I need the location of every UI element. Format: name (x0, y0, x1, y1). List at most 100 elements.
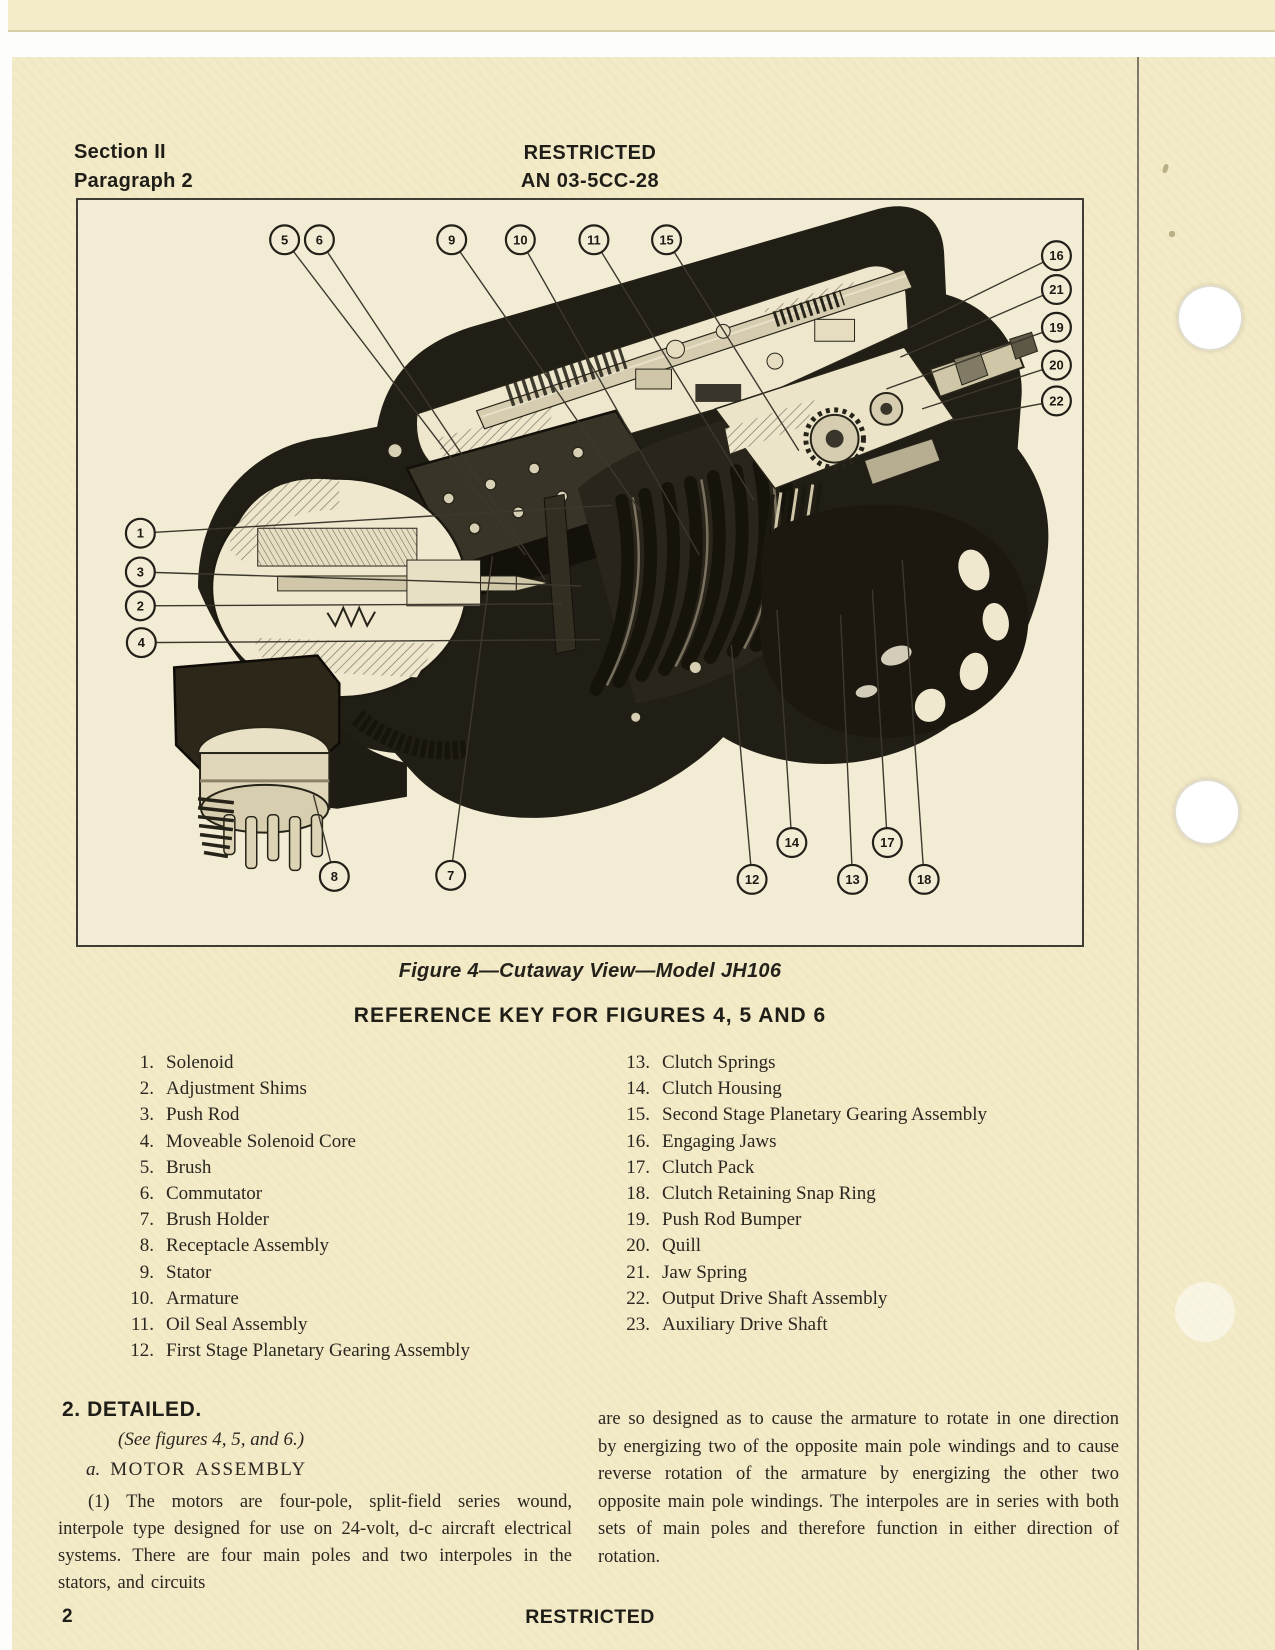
reference-key-item: 14. Clutch Housing (608, 1076, 1108, 1102)
reference-key-item: 22.Output Drive Shaft Assembly (608, 1286, 1108, 1312)
svg-text:6: 6 (316, 232, 323, 247)
header-section-label: Section II (74, 141, 166, 163)
item-number: 4. (139, 1130, 154, 1152)
item-label: Solenoid (166, 1052, 234, 1073)
item-label: Second Stage Planetary Gearing Assembly (662, 1104, 988, 1126)
item-label: Commutator (166, 1183, 263, 1205)
reference-key-item: 20. Quill (608, 1233, 1108, 1259)
receptacle-pins (223, 813, 324, 872)
reference-key-item: 19.Push Rod Bumper (608, 1207, 1108, 1233)
item-number: 12. (130, 1340, 154, 1362)
item-number: 20. (626, 1235, 650, 1257)
reference-key-item: 9.Stator (112, 1260, 582, 1286)
figure-callout: 12 (736, 863, 768, 895)
item-label: Clutch Springs (662, 1052, 776, 1073)
item-number: 23. (626, 1314, 650, 1336)
figure-caption: Figure 4—Cutaway View—Model JH106 (398, 960, 782, 982)
item-label: Clutch Retaining Snap Ring (662, 1183, 876, 1205)
item-number: 8. (139, 1235, 154, 1257)
figure-callout: 8 (318, 860, 350, 892)
reference-key-item: 5. Brush (112, 1155, 582, 1181)
subsection-letter: a. (86, 1459, 101, 1480)
figure-callout: 13 (837, 863, 869, 895)
detailed-heading: 2. DETAILED. (62, 1398, 202, 1421)
svg-text:19: 19 (1049, 320, 1063, 335)
item-label: Brush Holder (166, 1209, 269, 1231)
svg-text:3: 3 (137, 565, 144, 580)
svg-text:16: 16 (1049, 248, 1063, 263)
item-label: First Stage Planetary Gearing Assembly (166, 1340, 470, 1362)
reference-key-item: 16.Engaging Jaws (608, 1129, 1108, 1155)
item-number: 16. (626, 1130, 650, 1152)
item-label: Adjustment Shims (166, 1078, 307, 1100)
item-number: 1. (139, 1052, 154, 1073)
item-number: 14. (626, 1078, 650, 1100)
footer-page-number: 2 (62, 1606, 73, 1627)
item-label: Brush (166, 1156, 212, 1178)
item-label: Moveable Solenoid Core (166, 1130, 356, 1152)
punch-hole-bottom (1175, 1282, 1235, 1342)
svg-text:14: 14 (785, 835, 800, 850)
footer-classification: RESTRICTED (525, 1606, 655, 1628)
subsection-title: MOTOR ASSEMBLY (110, 1459, 307, 1480)
item-label: Receptacle Assembly (166, 1235, 330, 1257)
svg-text:21: 21 (1049, 282, 1063, 297)
item-number: 10. (130, 1287, 154, 1309)
svg-text:5: 5 (281, 232, 288, 247)
svg-text:20: 20 (1049, 358, 1063, 373)
paper-edge-line (1137, 57, 1139, 1650)
punch-hole-middle (1174, 779, 1240, 845)
figure-callout: 10 (504, 224, 536, 256)
item-number: 13. (626, 1052, 650, 1073)
svg-text:1: 1 (137, 526, 144, 541)
reference-key-item: 21.Jaw Spring (608, 1260, 1108, 1286)
figure-callout: 21 (1040, 274, 1072, 306)
brush-holder-post (543, 493, 577, 655)
svg-text:8: 8 (331, 869, 338, 884)
item-number: 5. (139, 1156, 154, 1178)
threaded-skirt (197, 797, 235, 859)
figure-callout: 18 (908, 863, 940, 895)
item-label: Jaw Spring (662, 1261, 747, 1283)
item-label: Quill (662, 1235, 702, 1257)
svg-text:7: 7 (447, 868, 454, 883)
item-number: 11. (130, 1314, 154, 1336)
svg-text:10: 10 (513, 232, 527, 247)
header-left-block: Section II Paragraph 2 (74, 138, 193, 196)
figure-callout: 22 (1040, 385, 1072, 417)
svg-text:11: 11 (587, 232, 601, 247)
subsection-heading: a. MOTOR ASSEMBLY (86, 1459, 307, 1481)
reference-key-item: 3.Push Rod (112, 1102, 582, 1128)
punch-hole-top (1177, 285, 1243, 351)
figure-callout: 15 (651, 224, 683, 256)
reference-key-item: 7.Brush Holder (112, 1207, 582, 1233)
ink-speck (1169, 231, 1175, 237)
item-label: Push Rod Bumper (662, 1209, 802, 1231)
figure-callout: 19 (1040, 311, 1072, 343)
header-center-block: RESTRICTED AN 03-5CC-28 (76, 139, 1104, 195)
item-number: 18. (626, 1183, 650, 1205)
item-label: Oil Seal Assembly (166, 1314, 308, 1336)
wiring-loom (351, 710, 468, 760)
item-number: 3. (139, 1104, 154, 1126)
figure-callout: 17 (871, 827, 903, 859)
reference-key-item: 10.Armature (112, 1286, 582, 1312)
item-number: 2. (139, 1078, 154, 1100)
figure-callout: 20 (1040, 349, 1072, 381)
adjacent-page-edge (8, 0, 1275, 32)
figure-callout: 3 (124, 556, 156, 588)
svg-text:9: 9 (448, 232, 455, 247)
item-label: Clutch Housing (662, 1078, 782, 1100)
quill-sleeve (863, 438, 941, 486)
body-column-left: (1) The motors are four-pole, split-fiel… (58, 1492, 572, 1593)
item-label: Output Drive Shaft Assembly (662, 1287, 888, 1309)
reference-key-item: 17.Clutch Pack (608, 1155, 1108, 1181)
figure-callout: 4 (125, 627, 157, 659)
planet-gear-teeth (803, 407, 866, 471)
figure-callout: 2 (124, 590, 156, 622)
reference-key-item: 13. Clutch Springs (608, 1050, 1108, 1076)
